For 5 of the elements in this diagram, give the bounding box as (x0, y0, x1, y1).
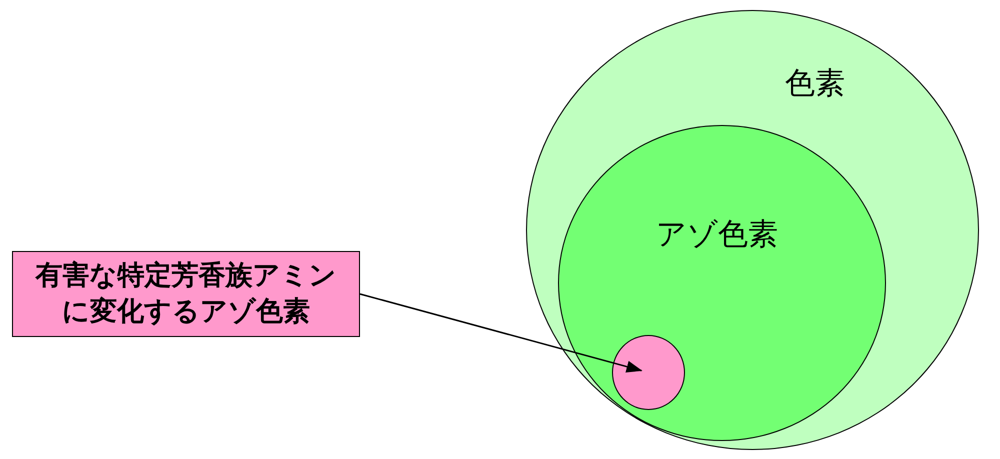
set-label: アゾ色素 (656, 218, 778, 252)
set-label: 色素 (785, 67, 845, 102)
callout-label: 有害な特定芳香族アミンに変化するアゾ色素 (34, 259, 338, 329)
callout-box (12, 251, 360, 337)
leader-arrow (360, 293, 642, 372)
